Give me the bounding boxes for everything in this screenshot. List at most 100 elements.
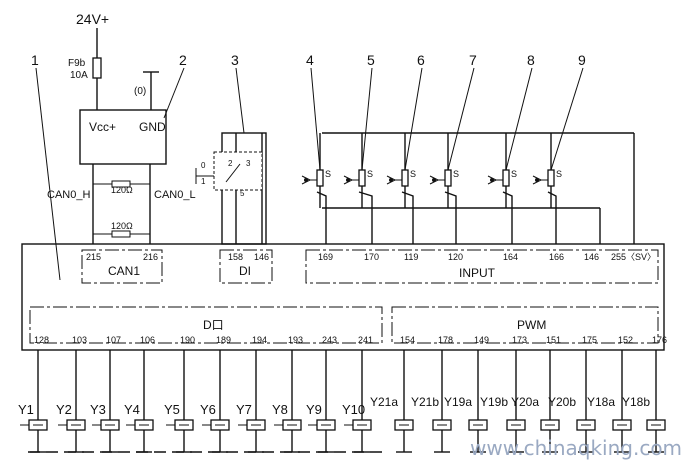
pwm-load-label-1: Y21a [370,395,398,409]
do-load-label-5: Y5 [164,402,180,417]
callout-6: 6 [417,52,425,68]
pwm-load-label-6: Y20b [548,395,576,409]
switch-contact-5: 5 [240,189,245,198]
sensor-9-probe-dot-icon [535,178,539,182]
can1-label: CAN1 [108,264,140,278]
sensor-7-signal-wire [444,191,457,244]
do-load-label-6: Y6 [200,402,216,417]
do-pin-7: 193 [288,335,303,345]
sensor-8-probe-dot-icon [490,178,494,182]
do-pin-0: 128 [34,335,49,345]
sensor-9-symbol [547,169,555,187]
sensor-7-symbol [444,169,452,187]
sensor-6-s-label: S [410,169,416,179]
pwm-pin-5: 175 [582,335,597,345]
do-load-label-3: Y3 [90,402,106,417]
sensor-5-s-label: S [367,169,373,179]
sensor-7-s-label: S [453,169,459,179]
pwm-pin-0: 154 [400,335,415,345]
di-label: DI [239,264,251,278]
pwm-pin-1: 178 [438,335,453,345]
sensor-4-signal-wire [316,191,327,244]
input-pin-5: 166 [549,252,564,262]
di-block [219,249,273,284]
switch-contact-0: 0 [201,161,206,170]
do-block [29,306,383,344]
input-pin-0: 169 [318,252,333,262]
sensor-5-signal-wire [358,191,373,244]
vcc-terminal-label: Vcc+ [89,120,116,134]
input-pin-6: 146 [584,252,599,262]
do-pin-5: 189 [216,335,231,345]
sensor-8-symbol [502,169,510,187]
do-load-label-4: Y4 [124,402,140,417]
do-load-label-1: Y1 [18,402,34,417]
do-pin-8: 243 [322,335,337,345]
pwm-load-label-2: Y21b [411,395,439,409]
input-pin-2: 119 [404,252,418,262]
callout-3-leader [235,67,245,134]
pwm-load-label-8: Y18b [622,395,650,409]
switch-contact-1: 1 [201,177,206,186]
callout-4: 4 [306,52,314,68]
callout-8-leader [505,67,533,171]
fuse-rating-label: 10A [70,70,88,81]
do-pin-1: 103 [72,335,87,345]
di-pin-146: 146 [254,252,269,262]
can-resistor-2-label: 120Ω [111,221,133,231]
pwm-load-label-3: Y19a [444,395,472,409]
callout-group: 1 2 3 [31,52,245,281]
pwm-pin-2: 149 [474,335,489,345]
sensor-9-s-label: S [556,169,562,179]
callout-7: 7 [469,52,477,68]
fuse-symbol [92,57,102,79]
input-pin-4: 164 [503,252,518,262]
callout-1-leader [35,67,61,281]
switch-contact-3: 3 [246,159,251,168]
di-switch-contact [225,163,241,183]
callout-5-leader [361,67,373,171]
callout-5: 5 [367,52,375,68]
supply-voltage-label: 24V+ [76,11,109,27]
can-resistor-1-label: 120Ω [111,185,133,195]
callout-8: 8 [527,52,535,68]
can-h-label: CAN0_H [47,189,90,201]
can1-pin-215: 215 [86,252,101,262]
di-switch-symbol [213,151,263,191]
pwm-pin-6: 152 [618,335,633,345]
callout-3: 3 [231,52,239,68]
do-load-label-7: Y7 [236,402,252,417]
sensor-8-signal-wire [502,191,513,244]
callout-2: 2 [179,52,187,68]
do-pin-2: 107 [106,335,121,345]
sensor-5-probe-dot-icon [346,178,350,182]
do-label: D口 [203,318,224,332]
callout-7-leader [447,67,475,171]
sensor-6-signal-wire [401,191,414,244]
pwm-load-label-5: Y20a [511,395,539,409]
switch-contact-2: 2 [228,159,233,168]
do-pin-9: 241 [358,335,373,345]
gnd-terminal-label: GND [139,120,166,134]
do-load-label-8: Y8 [272,402,288,417]
callout-9: 9 [578,52,586,68]
callout-1: 1 [31,52,39,68]
callout-9-leader [550,67,584,171]
sensor-9-signal-wire [547,191,557,244]
input-block [305,249,659,284]
do-outputs: 128Y1103Y2107Y3106Y4190Y5189Y6194Y7193Y8… [18,335,373,453]
callout-2-leader [163,67,185,119]
input-pin-1: 170 [364,252,379,262]
pwm-label: PWM [517,318,546,332]
can-l-label: CAN0_L [154,189,196,201]
callout-6-leader [404,67,423,171]
can-resistor-2 [111,230,131,238]
sensor-5-symbol [358,169,366,187]
di-pin-158: 158 [228,252,243,262]
sensor-4-s-label: S [325,169,331,179]
can-resistor-1 [111,180,131,188]
pwm-load-label-7: Y18a [587,395,615,409]
